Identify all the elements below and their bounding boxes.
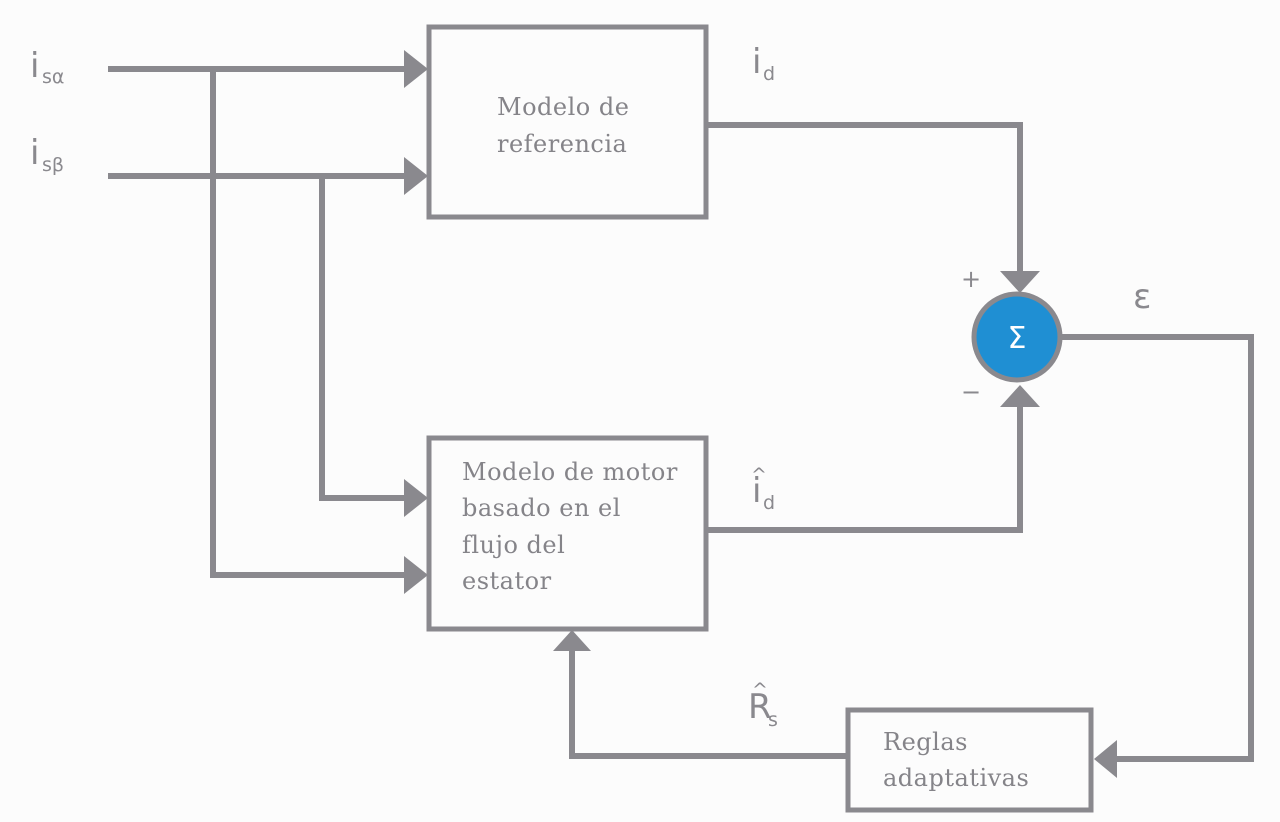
label-error: ε (1133, 277, 1151, 317)
label-idhat-sub: d (763, 492, 775, 514)
label-id-sub: d (763, 63, 775, 85)
arrow-isb-reference (404, 157, 428, 195)
label-isb-sub: sβ (42, 154, 64, 176)
minus-sign: − (961, 378, 981, 406)
label-idhat: ^ i d (751, 464, 775, 514)
wire-isb-branch-to-motor (319, 176, 408, 501)
wire-id-to-sum (706, 122, 1023, 275)
wire-isa-branch-to-motor (210, 69, 408, 578)
motor-model-line-3: flujo del (462, 531, 565, 559)
plus-sign: + (961, 265, 981, 293)
arrow-isa-motor (404, 556, 428, 594)
label-idhat-main: i (752, 471, 761, 511)
motor-model-line-4: estator (462, 567, 552, 595)
reference-model-line-2: referencia (497, 130, 627, 158)
summing-junction: Σ + − (961, 265, 1063, 406)
arrow-error-rules (1094, 740, 1117, 778)
wire-idhat-to-sum (706, 406, 1023, 533)
arrow-isa-reference (404, 50, 428, 88)
adaptive-rules-block: Reglas adaptativas (845, 707, 1094, 813)
label-isb: i sβ (30, 133, 64, 176)
label-error-main: ε (1133, 277, 1151, 317)
label-isb-main: i (30, 133, 39, 173)
wire-error-to-rules (1062, 334, 1254, 762)
wires (108, 66, 1254, 762)
adaptive-rules-line-1: Reglas (883, 728, 968, 756)
label-rshat-hat: ^ (752, 679, 768, 701)
label-isa: i sα (30, 46, 64, 88)
arrow-rshat-motor (553, 630, 591, 651)
arrow-idhat-sum (1000, 385, 1040, 407)
label-rshat-main: R (748, 687, 772, 727)
sigma-icon: Σ (1008, 321, 1027, 356)
label-rshat: ^ R s (748, 679, 778, 731)
label-isa-main: i (30, 46, 39, 86)
arrow-id-sum (1000, 271, 1040, 293)
label-id-main: i (752, 42, 761, 82)
label-idhat-hat: ^ (751, 464, 767, 486)
arrow-isb-motor (404, 479, 428, 517)
label-id: i d (752, 42, 775, 85)
arrowheads (404, 50, 1117, 778)
wire-rshat-to-motor (569, 650, 848, 759)
label-rshat-sub: s (768, 709, 778, 731)
adaptive-rules-line-2: adaptativas (883, 764, 1029, 792)
motor-model-line-1: Modelo de motor (462, 458, 678, 486)
reference-model-line-1: Modelo de (497, 93, 629, 121)
motor-model-block: Modelo de motor basado en el flujo del e… (426, 435, 709, 632)
sum-circle (971, 291, 1063, 383)
motor-model-line-2: basado en el (462, 494, 621, 522)
reference-model-block: Modelo de referencia (426, 24, 709, 220)
label-isa-sub: sα (42, 66, 64, 88)
